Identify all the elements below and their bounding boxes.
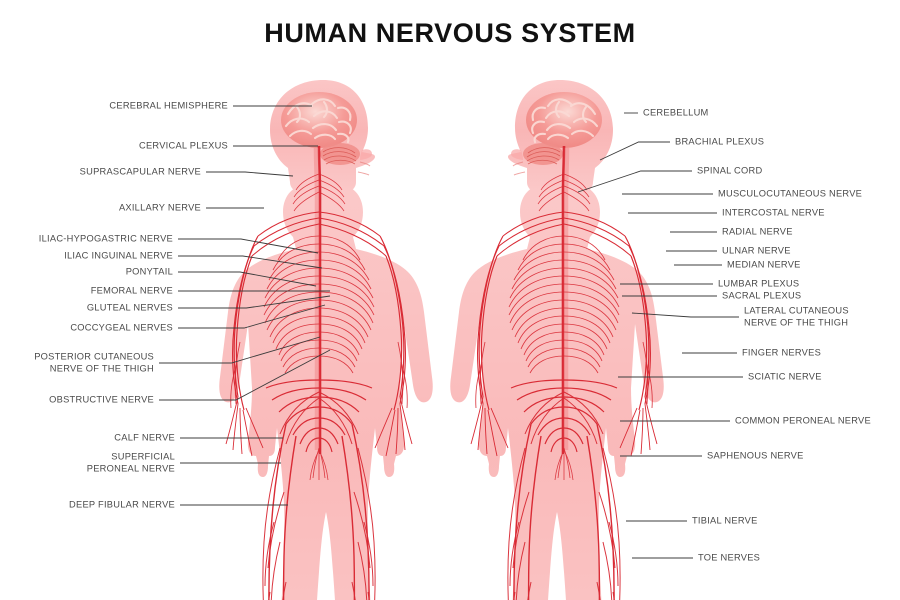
label-obstructive-nerve: OBSTRUCTIVE NERVE xyxy=(49,394,154,405)
leader-brachial-plexus xyxy=(599,141,670,161)
label-gluteal-nerves: GLUTEAL NERVES xyxy=(86,302,173,313)
label-radial-nerve: RADIAL NERVE xyxy=(722,226,793,237)
label-femoral-nerve: FEMORAL NERVE xyxy=(90,285,173,296)
leader-lines-left xyxy=(159,105,331,506)
leader-coccygeal-nerves xyxy=(178,304,326,329)
label-posterior-cutaneous-nerve-of-the-thigh: POSTERIOR CUTANEOUS NERVE OF THE THIGH xyxy=(34,351,154,374)
label-deep-fibular-nerve: DEEP FIBULAR NERVE xyxy=(69,499,175,510)
label-tibial-nerve: TIBIAL NERVE xyxy=(692,515,758,526)
label-superficial-peroneal-nerve: SUPERFICIAL PERONEAL NERVE xyxy=(86,451,175,474)
label-finger-nerves: FINGER NERVES xyxy=(742,347,822,358)
left-figure xyxy=(219,80,433,600)
leader-lateral-cutaneous-nerve-of-the-thigh xyxy=(631,312,739,318)
label-suprascapular-nerve: SUPRASCAPULAR NERVE xyxy=(79,166,201,177)
label-ponytail: PONYTAIL xyxy=(125,266,173,277)
label-iliac-inguinal-nerve: ILIAC INGUINAL NERVE xyxy=(64,250,173,261)
leader-lines-right xyxy=(577,112,743,559)
label-axillary-nerve: AXILLARY NERVE xyxy=(118,202,201,213)
label-cerebral-hemisphere: CEREBRAL HEMISPHERE xyxy=(109,100,228,111)
right-figure xyxy=(450,80,664,600)
label-calf-nerve: CALF NERVE xyxy=(114,432,175,443)
label-lateral-cutaneous-nerve-of-the-thigh: LATERAL CUTANEOUS NERVE OF THE THIGH xyxy=(744,305,849,328)
leader-spinal-cord xyxy=(577,170,692,193)
label-sacral-plexus: SACRAL PLEXUS xyxy=(722,290,802,301)
label-spinal-cord: SPINAL CORD xyxy=(697,165,763,176)
leader-iliac-hypogastric-nerve xyxy=(178,238,319,254)
label-cerebellum: CEREBELLUM xyxy=(643,107,709,118)
leader-ponytail xyxy=(178,271,317,287)
label-median-nerve: MEDIAN NERVE xyxy=(727,259,801,270)
leader-obstructive-nerve xyxy=(159,349,331,401)
leader-iliac-inguinal-nerve xyxy=(178,255,323,269)
label-musculocutaneous-nerve: MUSCULOCUTANEOUS NERVE xyxy=(718,188,863,199)
label-cervical-plexus: CERVICAL PLEXUS xyxy=(138,140,228,151)
label-common-peroneal-nerve: COMMON PERONEAL NERVE xyxy=(735,415,871,426)
label-saphenous-nerve: SAPHENOUS NERVE xyxy=(707,450,804,461)
label-coccygeal-nerves: COCCYGEAL NERVES xyxy=(70,322,173,333)
label-brachial-plexus: BRACHIAL PLEXUS xyxy=(675,136,765,147)
label-lumbar-plexus: LUMBAR PLEXUS xyxy=(718,278,800,289)
page-title: HUMAN NERVOUS SYSTEM xyxy=(264,18,636,48)
leader-gluteal-nerves xyxy=(178,295,331,309)
leader-suprascapular-nerve xyxy=(206,171,294,177)
label-intercostal-nerve: INTERCOSTAL NERVE xyxy=(722,207,825,218)
label-iliac-hypogastric-nerve: ILIAC-HYPOGASTRIC NERVE xyxy=(38,233,173,244)
label-ulnar-nerve: ULNAR NERVE xyxy=(722,245,791,256)
label-sciatic-nerve: SCIATIC NERVE xyxy=(748,371,822,382)
leader-posterior-cutaneous-nerve-of-the-thigh xyxy=(159,336,321,364)
label-toe-nerves: TOE NERVES xyxy=(698,552,761,563)
